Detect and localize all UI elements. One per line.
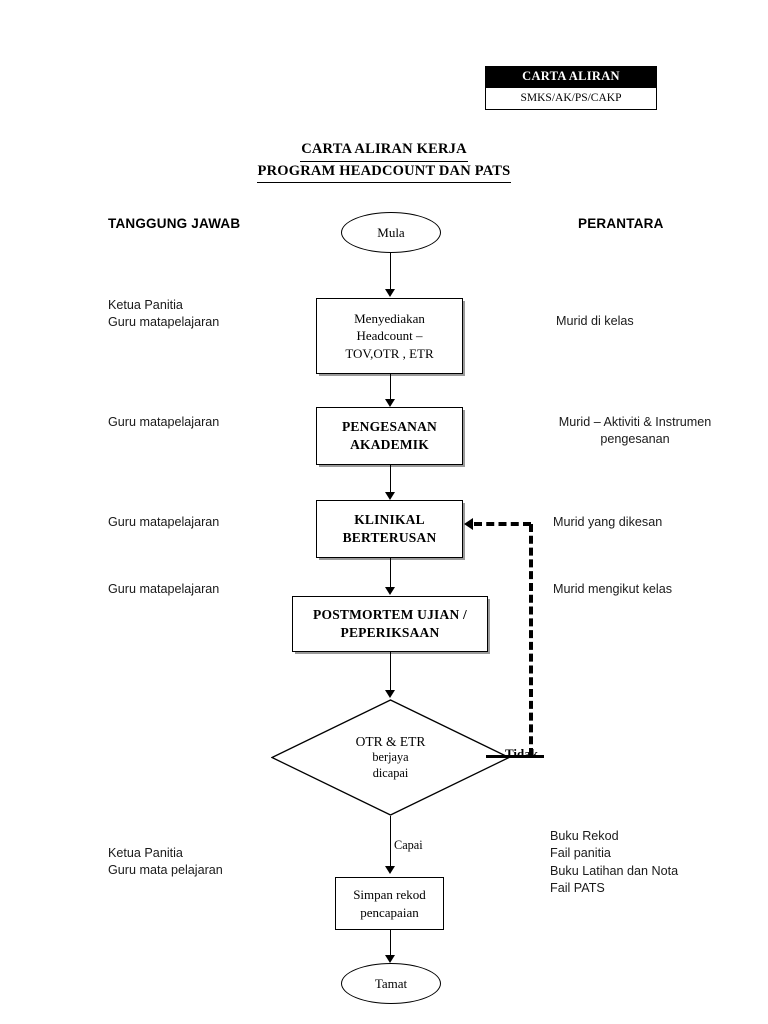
decision-line3: dicapai xyxy=(372,766,409,781)
connector-decision-no-stub xyxy=(486,755,544,758)
flow-node-postmortem: POSTMORTEM UJIAN / PEPERIKSAAN xyxy=(292,596,488,652)
connector-pengesanan-to-klinikal xyxy=(390,465,391,495)
decision-line1: OTR & ETR xyxy=(355,733,426,749)
connector-decision-to-simpan xyxy=(390,816,391,867)
connector-simpan-to-end xyxy=(390,930,391,958)
flow-node-pengesanan: PENGESANAN AKADEMIK xyxy=(316,407,463,465)
page-title: CARTA ALIRAN KERJA PROGRAM HEADCOUNT DAN… xyxy=(0,140,768,184)
responsibility-label-postmortem: Guru matapelajaran xyxy=(108,582,220,596)
flow-node-klinikal: KLINIKAL BERTERUSAN xyxy=(316,500,463,558)
medium-label-headcount: Murid di kelas xyxy=(556,314,634,328)
feedback-line-horizontal xyxy=(474,522,531,526)
page-title-line1: CARTA ALIRAN KERJA xyxy=(300,140,468,162)
decision-line2: berjaya xyxy=(372,750,409,765)
medium-label-pengesanan: Murid – Aktiviti & Instrumen pengesanan xyxy=(558,415,712,447)
diamond-shape-icon xyxy=(271,699,510,816)
column-header-responsibility: TANGGUNG JAWAB xyxy=(108,216,241,231)
connector-headcount-to-pengesanan xyxy=(390,374,391,402)
responsibility-label-klinikal: Guru matapelajaran xyxy=(108,515,220,529)
connector-klinikal-to-postmortem xyxy=(390,558,391,589)
flow-node-headcount: Menyediakan Headcount – TOV,OTR , ETR xyxy=(316,298,463,374)
stamp-document-code: SMKS/AK/PS/CAKP xyxy=(486,87,656,110)
connector-start-to-headcount xyxy=(390,253,391,290)
medium-label-simpan: Buku Rekod Fail panitia Buku Latihan dan… xyxy=(550,829,679,896)
page-title-line2: PROGRAM HEADCOUNT DAN PATS xyxy=(256,162,512,184)
arrowhead-icon xyxy=(464,518,473,530)
arrowhead-icon xyxy=(385,587,395,595)
feedback-line-vertical xyxy=(529,524,533,756)
stamp-title: CARTA ALIRAN xyxy=(486,67,656,88)
medium-label-postmortem: Murid mengikut kelas xyxy=(553,582,672,596)
header-stamp-box: CARTA ALIRAN SMKS/AK/PS/CAKP xyxy=(485,66,657,111)
arrowhead-icon xyxy=(385,955,395,963)
arrowhead-icon xyxy=(385,492,395,500)
medium-label-klinikal: Murid yang dikesan xyxy=(553,515,663,529)
responsibility-label-headcount: Ketua Panitia Guru matapelajaran xyxy=(108,298,220,330)
responsibility-label-simpan: Ketua Panitia Guru mata pelajaran xyxy=(108,846,223,878)
arrowhead-icon xyxy=(385,690,395,698)
edge-label-capai: Capai xyxy=(394,838,423,852)
responsibility-label-pengesanan: Guru matapelajaran xyxy=(108,415,220,429)
flow-node-simpan-rekod: Simpan rekod pencapaian xyxy=(335,877,444,930)
edge-label-tidak: Tidak xyxy=(505,746,539,761)
column-header-medium: PERANTARA xyxy=(578,216,664,231)
connector-postmortem-to-decision xyxy=(390,652,391,692)
flow-node-decision: OTR & ETR berjaya dicapai xyxy=(271,699,510,816)
flow-node-end: Tamat xyxy=(341,963,441,1004)
arrowhead-icon xyxy=(385,289,395,297)
flow-node-start: Mula xyxy=(341,212,441,253)
arrowhead-icon xyxy=(385,866,395,874)
arrowhead-icon xyxy=(385,399,395,407)
